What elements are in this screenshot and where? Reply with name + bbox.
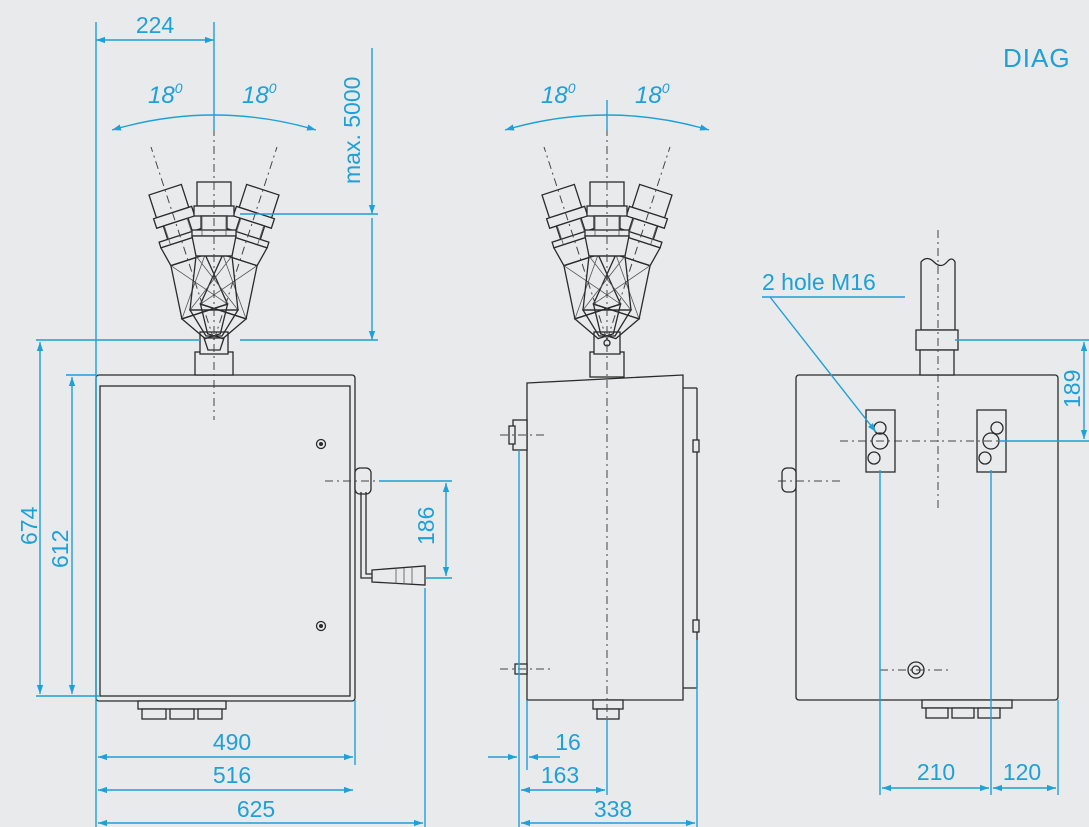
crank-handle [354, 467, 426, 586]
dim-max-5000-label: max. 5000 [339, 77, 365, 184]
rear-cabinet [795, 374, 1059, 701]
front-door [99, 385, 351, 697]
dim-210-label: 210 [917, 759, 955, 785]
rear-view: 2 hole M16 189 210 120 [762, 230, 1089, 795]
lock-icon [315, 620, 327, 632]
dim-490-label: 490 [213, 729, 251, 755]
angle-right-label: 180 [242, 80, 277, 109]
dim-189-label: 189 [1059, 370, 1085, 408]
side-angle-left-label: 180 [541, 80, 576, 109]
cable-glands [137, 700, 227, 720]
dim-612-label: 612 [47, 530, 73, 568]
hole-callout-label: 2 hole M16 [762, 269, 876, 295]
front-cabinet [95, 374, 356, 702]
angle-left-label: 180 [148, 80, 183, 109]
dim-163-label: 163 [541, 762, 579, 788]
side-view: 180 180 16 163 338 [488, 80, 710, 827]
lock-icon [315, 438, 327, 450]
side-angle-right-label: 180 [635, 80, 670, 109]
dim-516-label: 516 [213, 762, 251, 788]
dim-625-label: 625 [237, 796, 275, 822]
dim-16-label: 16 [555, 729, 581, 755]
dim-224-label: 224 [136, 12, 175, 38]
front-view: 224 180 180 max. 5000 674 612 186 490 51… [16, 12, 452, 827]
dim-674-label: 674 [16, 506, 42, 545]
drawing-title: DIAG [1003, 43, 1071, 73]
dim-120-label: 120 [1003, 759, 1041, 785]
rear-pipe [920, 257, 956, 331]
dim-186-label: 186 [413, 507, 439, 545]
side-cabinet [526, 374, 684, 701]
dim-338-label: 338 [594, 796, 632, 822]
